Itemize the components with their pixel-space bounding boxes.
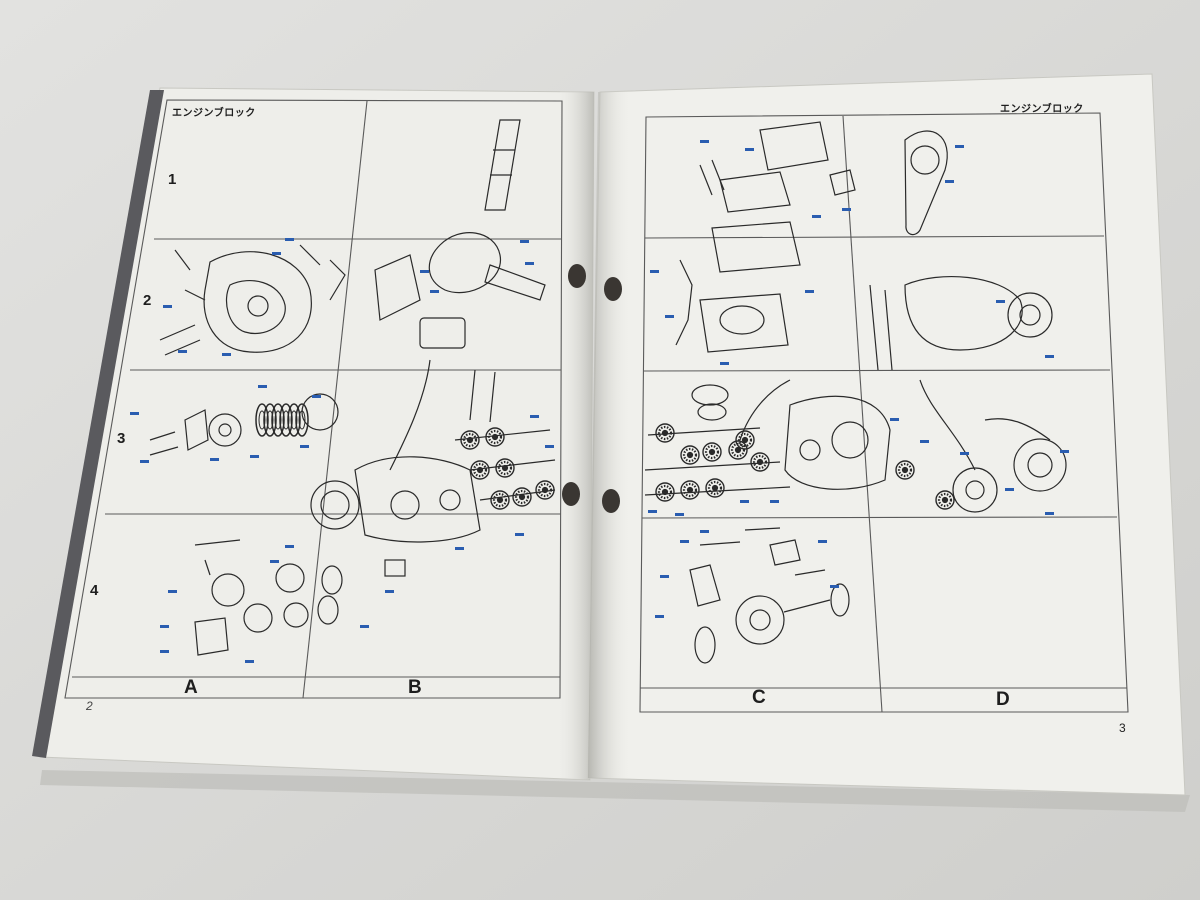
column-label-d: D — [996, 689, 1010, 710]
left-page-header: エンジンブロック — [172, 108, 256, 119]
right-page-number: 3 — [1119, 721, 1126, 735]
column-label-c: C — [752, 687, 766, 708]
left-page-number: 2 — [86, 699, 93, 713]
binder-hole — [568, 264, 586, 288]
left-parts-drawings — [149, 119, 556, 656]
binder-hole — [562, 482, 580, 506]
right-gutter-shade — [588, 91, 632, 779]
binder-hole — [602, 489, 620, 513]
binder-hole — [604, 277, 622, 301]
left-callout-marks — [130, 238, 554, 663]
row-label-1: 1 — [168, 171, 177, 188]
row-label-3: 3 — [117, 430, 126, 447]
binding-band — [32, 90, 164, 758]
column-label-a: A — [184, 677, 198, 698]
right-page-header: エンジンブロック — [1000, 104, 1084, 115]
booklet-shadow — [40, 770, 1190, 812]
right-grid — [639, 112, 1129, 713]
right-page — [587, 73, 1186, 796]
right-callout-marks — [648, 140, 1069, 618]
row-label-2: 2 — [143, 292, 152, 309]
column-label-b: B — [408, 677, 422, 698]
left-gutter-shade — [556, 91, 594, 780]
row-label-4: 4 — [90, 582, 99, 599]
left-grid — [64, 99, 563, 699]
right-parts-drawings — [644, 121, 1067, 664]
